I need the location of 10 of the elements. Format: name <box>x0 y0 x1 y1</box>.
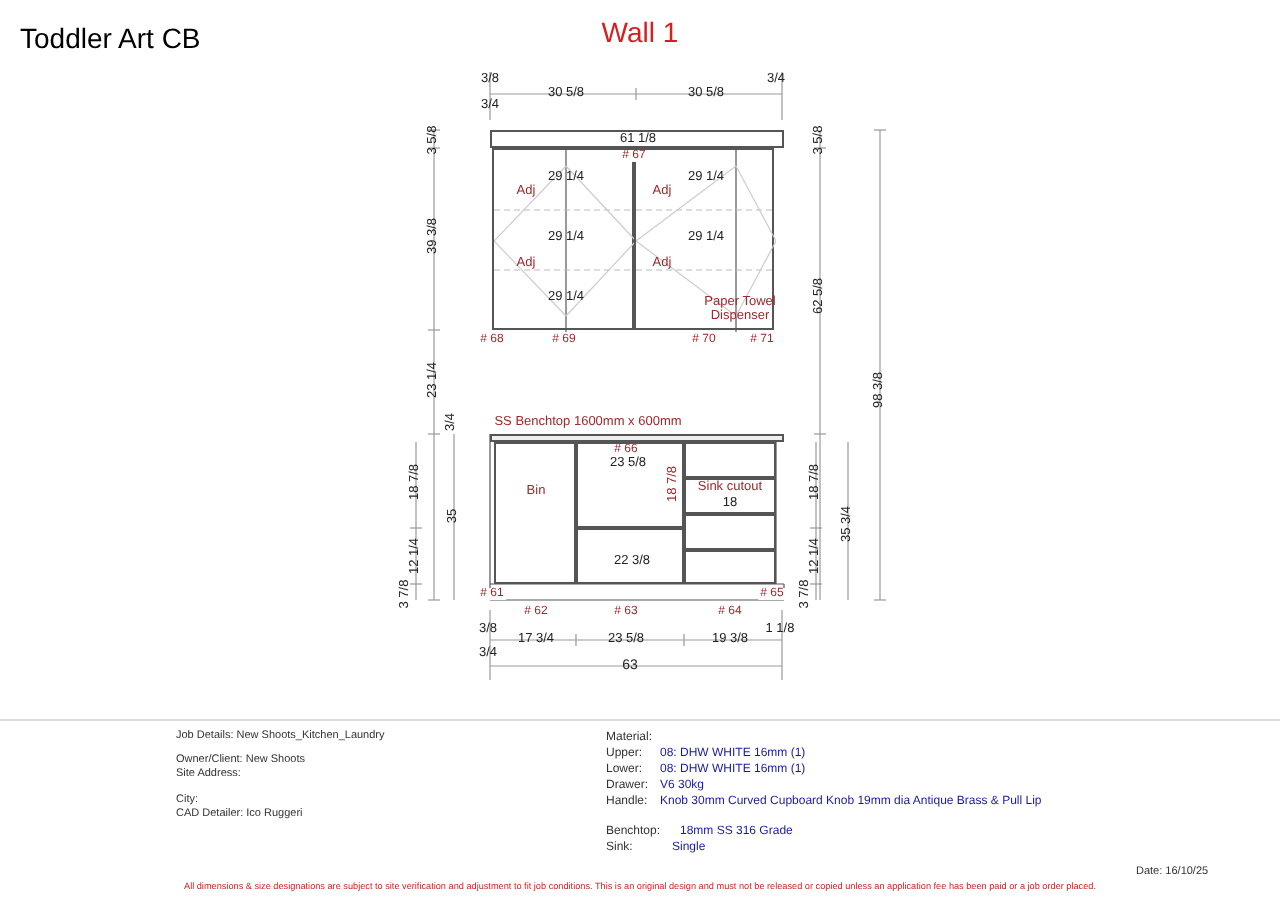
top-panel <box>490 130 784 148</box>
base-cabinet <box>494 442 576 584</box>
wall-title: Wall 1 <box>601 18 679 46</box>
drawer <box>684 478 776 514</box>
drawer <box>684 442 776 478</box>
drawer <box>684 550 776 584</box>
drawing-title: Toddler Art CB <box>20 24 201 52</box>
appliance-space <box>576 442 684 528</box>
drawer <box>576 528 684 584</box>
drawer <box>684 514 776 550</box>
